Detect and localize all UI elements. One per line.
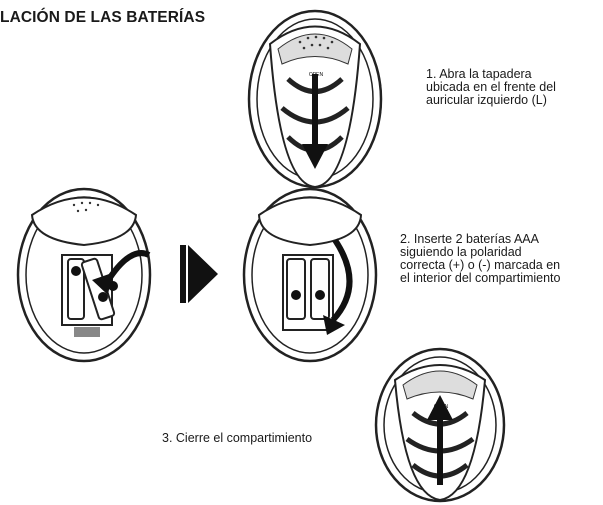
earpiece-open-illustration: OPEN <box>247 9 383 189</box>
earpiece-close-illustration: OPEN <box>374 347 506 503</box>
page-title: LACIÓN DE LAS BATERÍAS <box>0 9 206 26</box>
earpiece-inserted-illustration <box>242 187 378 363</box>
step-2-text: 2. Inserte 2 baterías AAA siguiendo la p… <box>400 232 561 285</box>
earpiece-batteries-illustration <box>16 187 152 363</box>
step-1-text: 1. Abra la tapadera ubicada en el frente… <box>426 67 556 107</box>
next-arrow-icon <box>180 245 218 303</box>
step-3-text: 3. Cierre el compartimiento <box>162 431 313 445</box>
